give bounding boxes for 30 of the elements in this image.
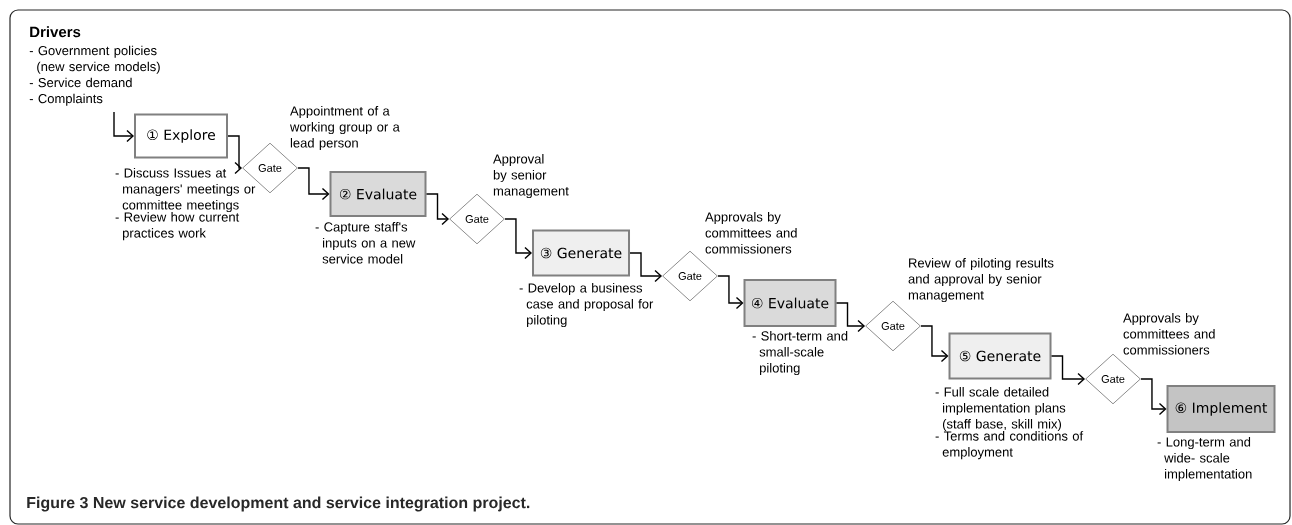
arrow [227, 135, 243, 175]
description-text: - Terms and conditions of employment [935, 431, 1084, 460]
arrow [835, 302, 866, 333]
stage-box: ② Evaluate [329, 171, 427, 217]
stage-box: ⑥ Implement [1166, 385, 1276, 433]
arrow [1140, 378, 1167, 416]
stage-box: ④ Evaluate [743, 279, 837, 327]
description-text: - Capture staff's inputs on a new service model [315, 222, 416, 264]
arrow [629, 252, 663, 283]
arrow [504, 218, 532, 260]
description-text: - Short-term and small-scale piloting [752, 331, 848, 376]
drivers-list: Drivers - Government policies (new service models) - Service demand - Complaints [29, 26, 160, 106]
gate-criteria-text: Review of piloting results and approval by senior management [908, 258, 1054, 303]
stage-box: ① Explore [134, 113, 228, 159]
arrow [113, 111, 134, 143]
description-text: - Discuss Issues at managers' meetings or committee meetings [115, 168, 256, 213]
description-text: - Develop a business case and proposal for piloting [519, 283, 654, 328]
stage-box: ③ Generate [532, 229, 630, 277]
gate-criteria-text: Approvals by committees and commissioners [1123, 313, 1215, 355]
gate-criteria-text: Appointment of a working group or a lead person [290, 106, 400, 151]
description-text: - Full scale detailed implementation plans (staff base, skill mix) [935, 387, 1066, 432]
caption: Figure 3 New service development and service integration project. [27, 496, 530, 512]
description-text: - Review how current practices work [115, 212, 240, 241]
arrow [297, 167, 330, 201]
arrow [1050, 355, 1086, 386]
arrow [425, 193, 450, 226]
stage-box: ⑤ Generate [948, 332, 1052, 380]
arrow [920, 325, 949, 363]
arrow [717, 275, 744, 310]
description-text: - Long-term and wide- scale implementation [1157, 437, 1252, 482]
